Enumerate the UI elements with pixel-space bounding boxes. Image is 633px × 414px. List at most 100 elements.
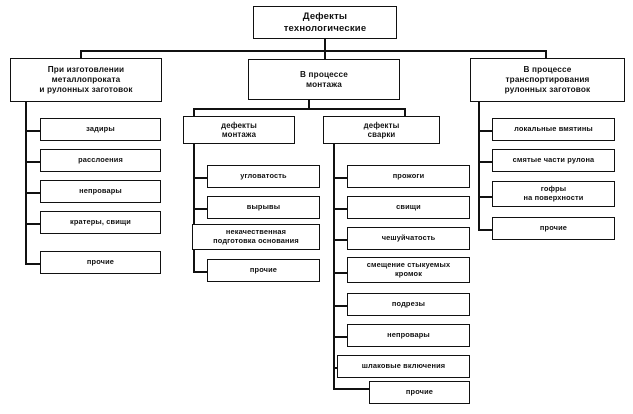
connector-manufacturing-stub-1 — [25, 130, 41, 132]
leaf-welding-defects-4-line1: смещение стыкуемых — [366, 260, 451, 270]
connector-welding-defects-stub-6 — [333, 336, 348, 338]
leaf-transport-3-line1: гофры — [540, 184, 567, 194]
leaf-transport-1-text: локальные вмятины — [508, 124, 599, 134]
root-node-line2: технологические — [283, 22, 367, 34]
branch-transport-line2: транспортирования — [505, 75, 590, 85]
leaf-welding-defects-8-text: прочие — [400, 387, 439, 397]
connector-transport-stub-4 — [478, 229, 493, 231]
leaf-welding-defects-4-line2: кромок — [394, 269, 423, 278]
connector-welding-defects-stub-3 — [333, 239, 348, 241]
branch-manufacturing-line2: металлопроката — [51, 75, 121, 85]
leaf-welding-defects-2-text: свищи — [390, 202, 427, 212]
connector-assembly-drop — [308, 100, 310, 109]
leaf-manufacturing-2: расслоения — [40, 149, 161, 172]
leaf-welding-defects-8: прочие — [369, 381, 470, 404]
leaf-transport-2-line1: смятые части рулона — [512, 155, 595, 165]
connector-assembly-defects-stub-2 — [193, 208, 208, 210]
connector-welding-defects-stub-1 — [333, 177, 348, 179]
branch-transport-line1: В процессе — [523, 65, 572, 75]
group-welding-defects-line2: сварки — [367, 130, 396, 139]
leaf-transport-4-text: прочие — [534, 223, 573, 233]
leaf-welding-defects-6-line1: непровары — [387, 330, 430, 340]
leaf-welding-defects-2-line1: свищи — [396, 202, 421, 212]
connector-assembly-split-bus — [193, 108, 404, 110]
leaf-welding-defects-1: прожоги — [347, 165, 470, 188]
leaf-welding-defects-5: подрезы — [347, 293, 470, 316]
branch-assembly-line2: монтажа — [305, 79, 343, 89]
connector-welding-defects-stub-5 — [333, 305, 348, 307]
leaf-transport-1: локальные вмятины — [492, 118, 615, 141]
leaf-welding-defects-7: шлаковые включения — [337, 355, 470, 378]
leaf-manufacturing-3: непровары — [40, 180, 161, 203]
root-node-line1: Дефекты — [302, 11, 348, 23]
leaf-welding-defects-6-text: непровары — [381, 330, 436, 340]
leaf-welding-defects-2: свищи — [347, 196, 470, 219]
leaf-manufacturing-5: прочие — [40, 251, 161, 274]
connector-assembly-defects-stub-1 — [193, 177, 208, 179]
connector-assembly-defects-stub-4 — [193, 271, 208, 273]
leaf-transport-1-line1: локальные вмятины — [514, 124, 593, 134]
group-assembly-defects-line2: монтажа — [221, 130, 257, 139]
leaf-welding-defects-5-text: подрезы — [386, 299, 431, 309]
leaf-welding-defects-3-line1: чешуйчатость — [381, 233, 436, 243]
connector-transport-trunk — [478, 102, 480, 230]
leaf-assembly-defects-2-line1: вырывы — [246, 202, 281, 212]
branch-assembly-line1: В процессе — [300, 69, 348, 79]
leaf-welding-defects-1-text: прожоги — [387, 171, 431, 181]
connector-bus-to-transport — [545, 50, 547, 58]
leaf-transport-3-line2: на поверхности — [523, 193, 584, 202]
branch-transport-line3: рулонных заготовок — [504, 84, 591, 94]
leaf-manufacturing-4-label: кратеры, свищи — [69, 217, 132, 227]
leaf-manufacturing-2-label: расслоения — [78, 155, 123, 165]
connector-manufacturing-stub-2 — [25, 161, 41, 163]
leaf-assembly-defects-1-text: угловатость — [234, 171, 293, 181]
leaf-welding-defects-7-line1: шлаковые включения — [361, 361, 446, 371]
connector-welding-defects-stub-2 — [333, 208, 348, 210]
leaf-assembly-defects-2: вырывы — [207, 196, 320, 219]
leaf-transport-4: прочие — [492, 217, 615, 240]
leaf-welding-defects-6: непровары — [347, 324, 470, 347]
connector-transport-stub-2 — [478, 161, 493, 163]
connector-manufacturing-trunk — [25, 102, 27, 264]
leaf-transport-4-line1: прочие — [539, 223, 568, 233]
connector-top-bus — [80, 50, 546, 52]
branch-manufacturing-line3: и рулонных заготовок — [39, 84, 133, 94]
leaf-assembly-defects-2-text: вырывы — [241, 202, 286, 212]
connector-manufacturing-stub-3 — [25, 192, 41, 194]
connector-welding-defects-stub-4 — [333, 272, 348, 274]
leaf-assembly-defects-1: угловатость — [207, 165, 320, 188]
leaf-manufacturing-5-label: прочие — [86, 257, 115, 267]
leaf-welding-defects-1-line1: прожоги — [392, 171, 425, 181]
connector-welding-defects-trunk — [333, 144, 335, 389]
leaf-manufacturing-1-label: задиры — [86, 124, 115, 134]
connector-manufacturing-stub-4 — [25, 223, 41, 225]
leaf-welding-defects-8-line1: прочие — [405, 387, 434, 397]
leaf-assembly-defects-1-line1: угловатость — [240, 171, 287, 181]
leaf-assembly-defects-4: прочие — [207, 259, 320, 282]
leaf-assembly-defects-3-line2: подготовка основания — [213, 236, 299, 245]
leaf-transport-2: смятые части рулона — [492, 149, 615, 172]
branch-manufacturing-line1: При изготовлении — [47, 65, 125, 75]
leaf-manufacturing-3-label: непровары — [79, 186, 122, 196]
leaf-manufacturing-4: кратеры, свищи — [40, 211, 161, 234]
group-assembly-defects-line1: дефекты — [221, 120, 257, 130]
leaf-welding-defects-3: чешуйчатость — [347, 227, 470, 250]
connector-bus-to-assembly — [324, 50, 326, 59]
connector-bus-to-manufacturing — [80, 50, 82, 58]
leaf-assembly-defects-4-text: прочие — [244, 265, 283, 275]
